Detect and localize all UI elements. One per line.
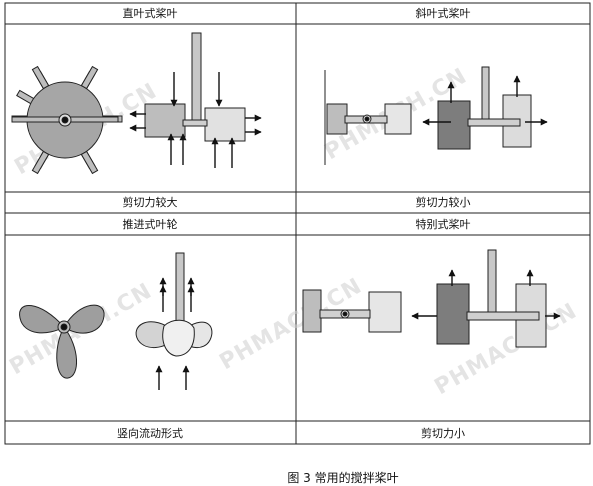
table-grid [4, 2, 591, 445]
header-special-blade: 特别式桨叶 [416, 217, 471, 231]
figure-caption: 图 3 常用的搅拌桨叶 [287, 470, 398, 485]
special-blade-flow-arrows [411, 269, 561, 320]
propeller-side-drawing [135, 252, 213, 357]
propeller-top-drawing [19, 304, 105, 379]
straight-blade-side-drawing [144, 32, 246, 142]
caption-propeller: 竖向流动形式 [117, 426, 183, 440]
header-pitched-blade: 斜叶式桨叶 [416, 6, 471, 20]
header-propeller: 推进式叶轮 [123, 217, 178, 231]
pitched-blade-flow-arrows [422, 75, 548, 126]
caption-pitched-blade: 剪切力较小 [416, 195, 471, 209]
header-straight-blade: 直叶式桨叶 [123, 6, 178, 20]
caption-straight-blade: 剪切力较大 [123, 195, 178, 209]
straight-blade-flow-arrows [129, 72, 262, 168]
special-blade-drawing [302, 249, 547, 348]
caption-special-blade: 剪切力小 [421, 426, 465, 440]
pitched-blade-drawing [324, 66, 532, 165]
straight-blade-disc-drawing [11, 65, 123, 175]
watermark: PHMACH.CN [216, 274, 367, 376]
propeller-flow-arrows [155, 277, 195, 390]
